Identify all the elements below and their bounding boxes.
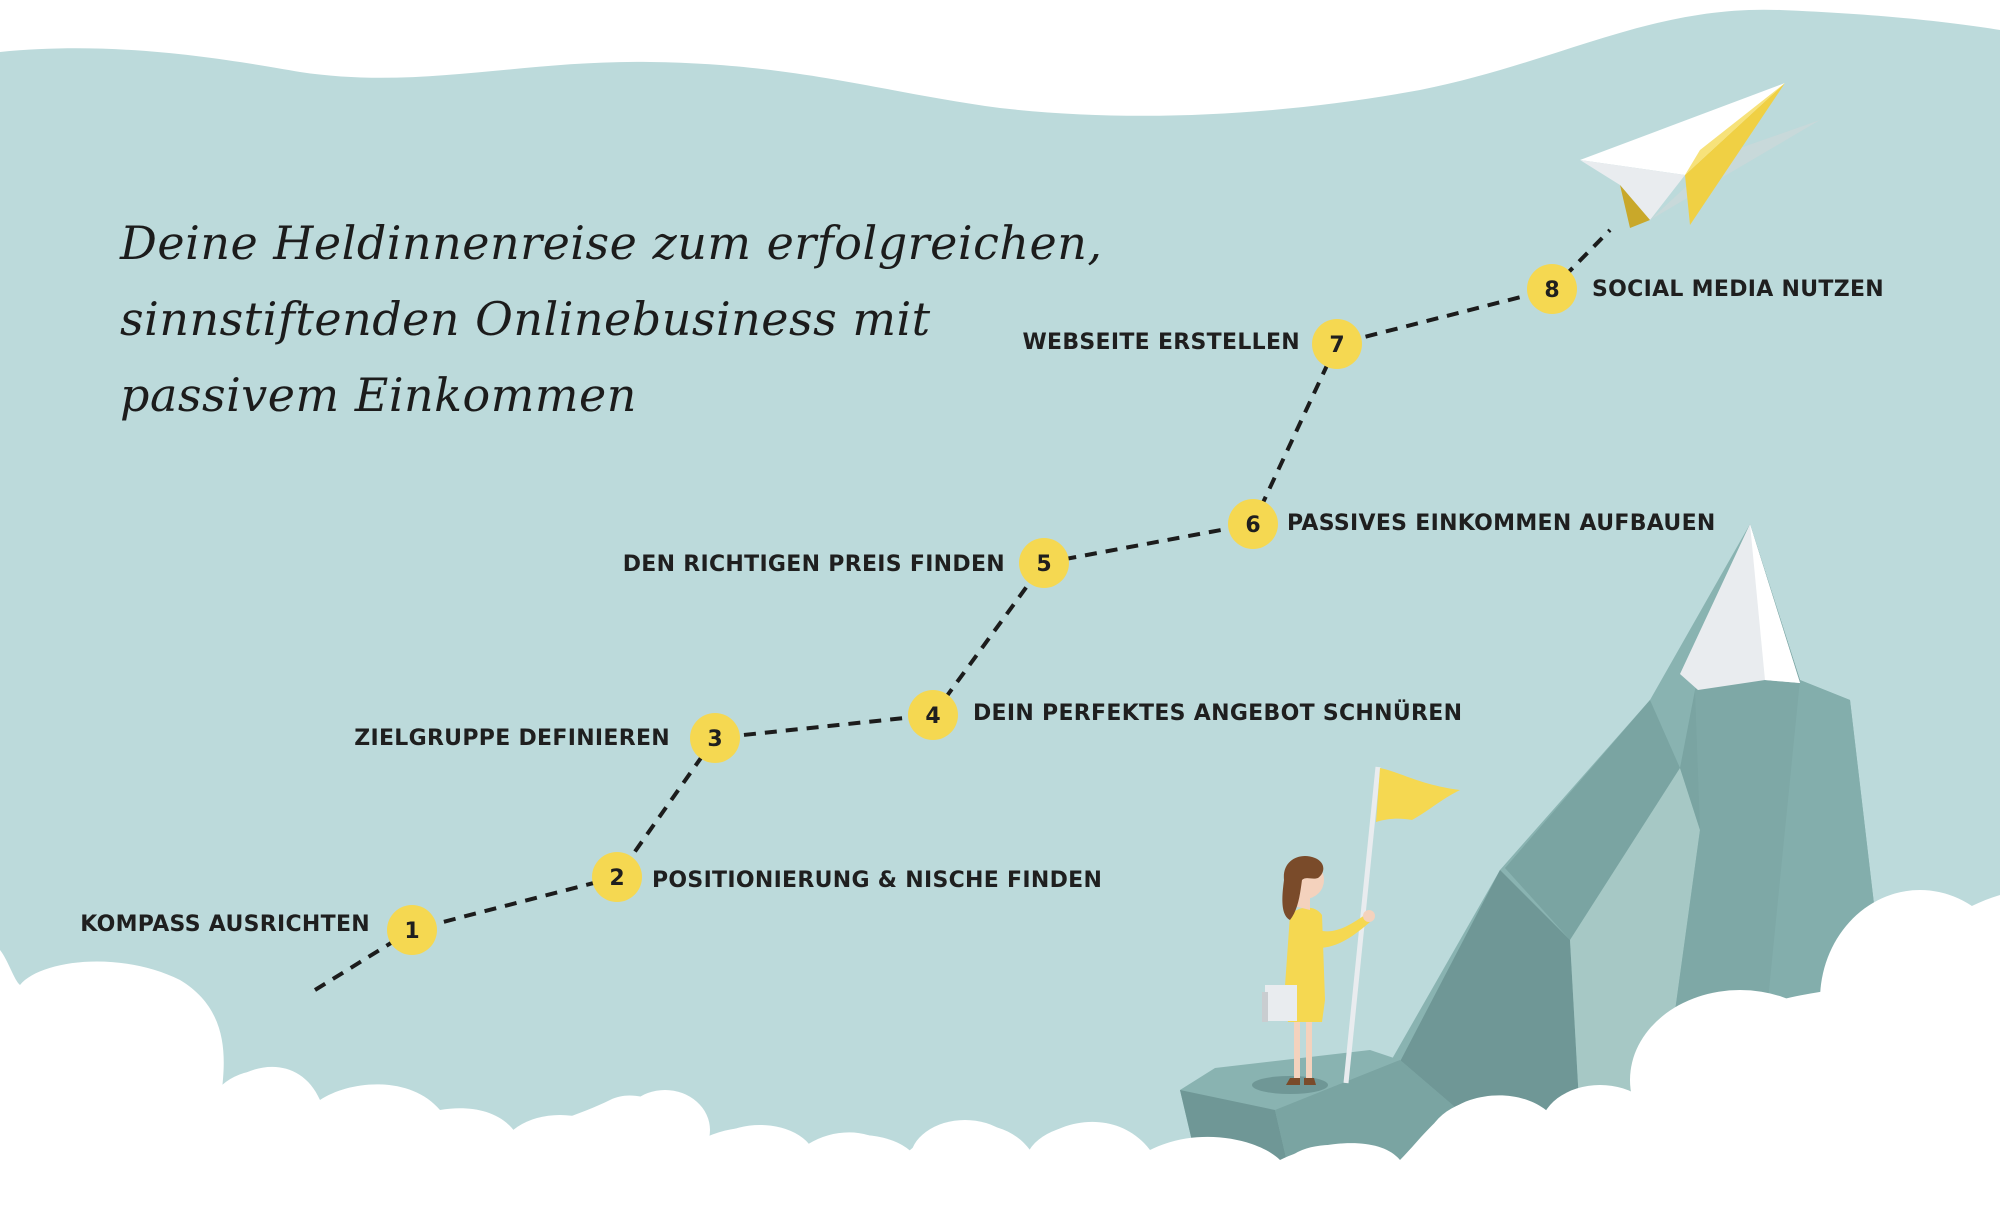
step-marker-circle xyxy=(592,852,642,902)
journey-path xyxy=(313,228,1612,992)
title-line-2: sinnstiftenden Onlinebusiness mit xyxy=(120,292,931,346)
step-marker-circle xyxy=(1228,499,1278,549)
title-line-1: Deine Heldinnenreise zum erfolgreichen, xyxy=(120,216,1103,270)
woman-figure-icon xyxy=(1252,856,1375,1094)
title-line-3: passivem Einkommen xyxy=(120,368,637,422)
step-marker-8: 8 xyxy=(1527,264,1577,314)
page-title: Deine Heldinnenreise zum erfolgreichen, … xyxy=(120,205,1103,433)
step-marker-circle xyxy=(387,905,437,955)
step-label-7: WEBSEITE ERSTELLEN xyxy=(1022,330,1300,355)
step-label-2: POSITIONIERUNG & NISCHE FINDEN xyxy=(652,868,1103,893)
step-number: 6 xyxy=(1245,513,1260,538)
step-number: 2 xyxy=(609,866,624,891)
step-marker-5: 5 xyxy=(1019,538,1069,588)
step-number: 7 xyxy=(1329,333,1344,358)
mountain-icon xyxy=(1180,524,1890,1175)
step-marker-2: 2 xyxy=(592,852,642,902)
step-label-5: DEN RICHTIGEN PREIS FINDEN xyxy=(622,552,1005,577)
step-marker-circle xyxy=(1527,264,1577,314)
step-label-8: SOCIAL MEDIA NUTZEN xyxy=(1592,277,1885,302)
step-label-6: PASSIVES EINKOMMEN AUFBAUEN xyxy=(1287,511,1716,536)
step-marker-7: 7 xyxy=(1312,319,1362,369)
step-marker-circle xyxy=(1019,538,1069,588)
step-number: 5 xyxy=(1036,552,1051,577)
step-label-1: KOMPASS AUSRICHTEN xyxy=(80,912,370,937)
step-marker-3: 3 xyxy=(690,713,740,763)
step-marker-1: 1 xyxy=(387,905,437,955)
step-marker-circle xyxy=(1312,319,1362,369)
paper-plane-icon xyxy=(1580,83,1820,228)
step-label-4: DEIN PERFEKTES ANGEBOT SCHNÜREN xyxy=(973,701,1463,726)
step-number: 8 xyxy=(1544,278,1559,303)
cloud-bank xyxy=(0,890,2000,1220)
step-number: 3 xyxy=(707,727,722,752)
step-marker-6: 6 xyxy=(1228,499,1278,549)
step-number: 4 xyxy=(925,704,940,729)
step-number: 1 xyxy=(404,919,419,944)
step-marker-4: 4 xyxy=(908,690,958,740)
step-markers: 1 2 3 4 5 6 7 8 xyxy=(387,264,1577,955)
step-label-3: ZIELGRUPPE DEFINIEREN xyxy=(354,726,670,751)
step-marker-circle xyxy=(690,713,740,763)
step-marker-circle xyxy=(908,690,958,740)
